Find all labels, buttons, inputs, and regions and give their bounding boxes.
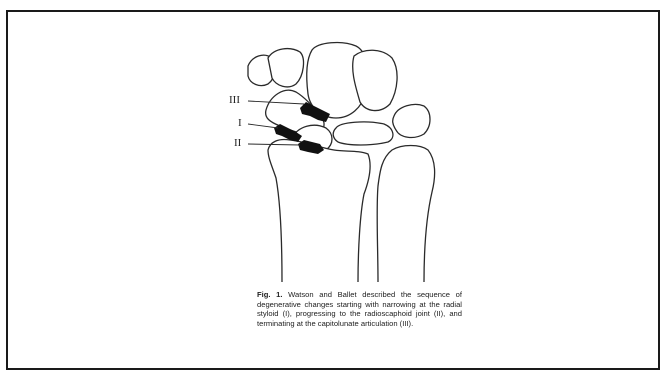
caption-text: Watson and Ballet described the sequence… (257, 290, 462, 328)
radius-bone (268, 139, 370, 282)
stage-2-label: II (234, 138, 241, 149)
ulna-bone (377, 146, 435, 283)
stage-1-label: I (238, 118, 242, 129)
pisiform-bone (393, 104, 430, 137)
trapezoid-bone (268, 49, 303, 87)
stage-3-label: III (229, 95, 240, 106)
leader-line-stage-1 (248, 124, 278, 128)
triquetrum-bone (333, 122, 393, 145)
figure-caption: Fig. 1. Watson and Ballet described the … (257, 290, 462, 328)
hamate-bone (353, 50, 397, 110)
caption-figure-label: Fig. 1. (257, 290, 283, 299)
